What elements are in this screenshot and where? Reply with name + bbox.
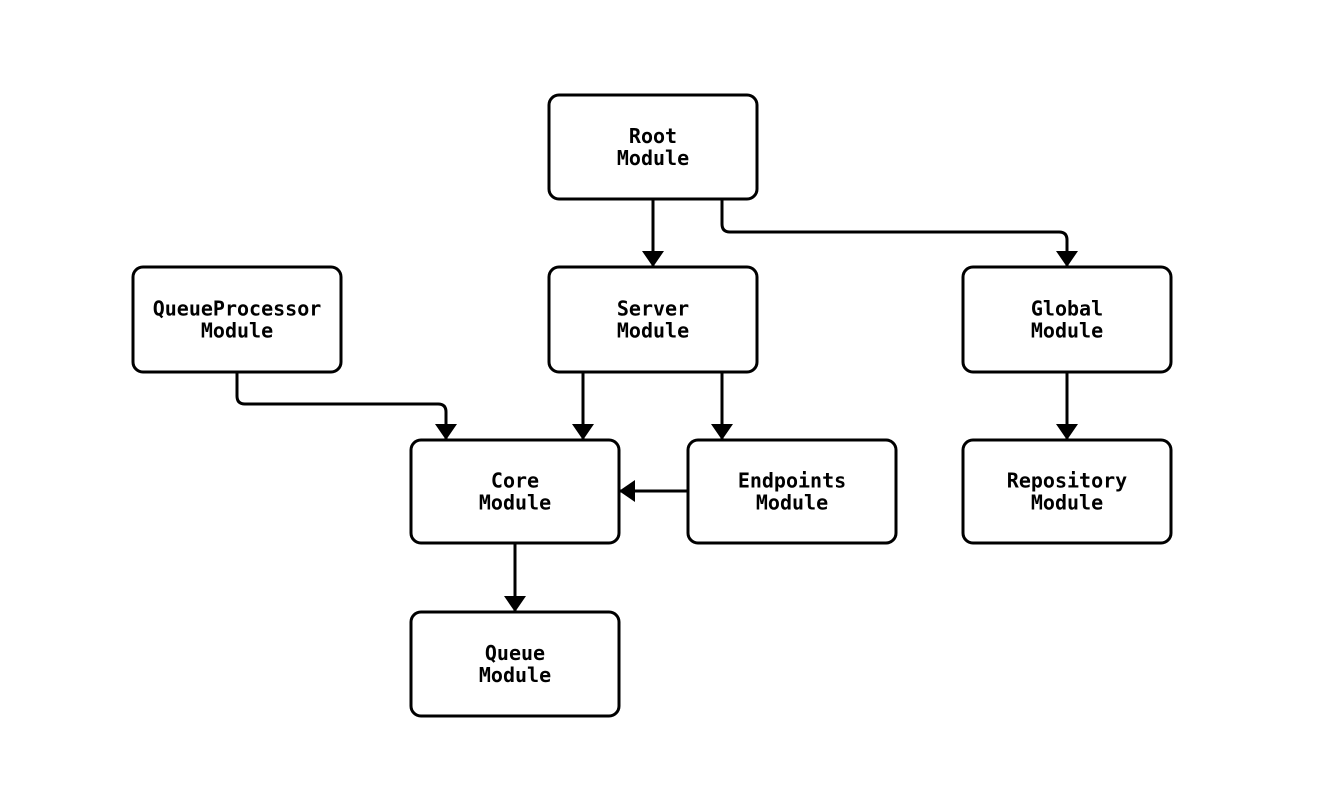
node-box-global-module (961, 265, 1173, 374)
node-box-core-module (409, 438, 621, 545)
node-label-line1: Root (629, 124, 677, 148)
node-label-line1: QueueProcessor (153, 297, 322, 321)
node-box-queue-processor-module (131, 265, 343, 374)
node-label-line1: Core (491, 469, 539, 493)
node-label-line1: Global (1031, 297, 1103, 321)
edge-root-module-to-global-module (720, 199, 1078, 267)
node-label-line2: Module (201, 319, 273, 343)
node-box-endpoints-module (686, 438, 898, 545)
node-label-line1: Server (617, 297, 689, 321)
node-box-server-module (547, 265, 759, 374)
node-label-line1: Queue (485, 641, 545, 665)
node-label-line1: Repository (1007, 469, 1127, 493)
node-box-queue-module (409, 610, 621, 718)
node-box-root-module (547, 93, 759, 201)
node-label-line2: Module (1031, 491, 1103, 515)
node-box-repository-module (961, 438, 1173, 545)
node-label-line2: Module (617, 146, 689, 170)
node-label-line2: Module (1031, 319, 1103, 343)
node-label-line2: Module (479, 663, 551, 687)
node-label-line2: Module (617, 319, 689, 343)
edge-queue-processor-module-to-core-module (235, 372, 457, 440)
node-label-line1: Endpoints (738, 469, 846, 493)
node-label-line2: Module (479, 491, 551, 515)
node-label-line2: Module (756, 491, 828, 515)
